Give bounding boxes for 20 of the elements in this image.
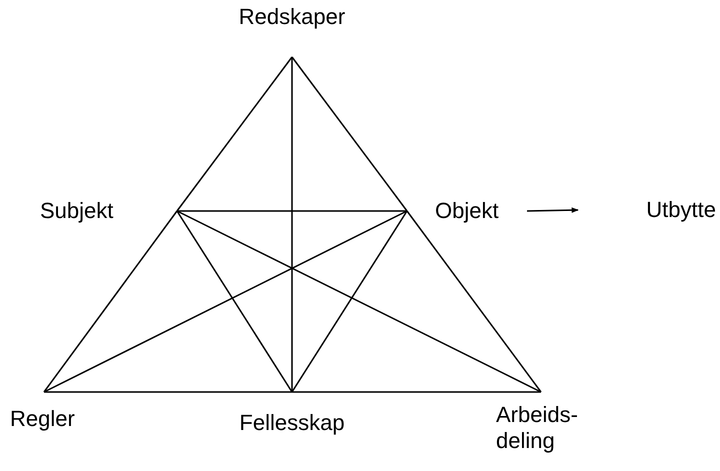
connector-line	[176, 56, 293, 212]
connector-line	[43, 210, 178, 392]
connector-line	[176, 210, 542, 393]
connector-line	[406, 210, 542, 392]
connector-line	[291, 57, 293, 392]
connector-line	[177, 210, 407, 212]
arrow	[526, 207, 579, 213]
node-label: Redskaper	[238, 4, 346, 30]
node-label: Objekt	[435, 198, 499, 224]
connector-line	[291, 210, 408, 392]
connector-line	[44, 210, 408, 393]
connector-line	[291, 56, 408, 212]
node-label: Fellesskap	[239, 410, 345, 436]
connector-line	[44, 391, 292, 393]
node-label: Regler	[10, 406, 75, 432]
node-label: Subjekt	[40, 198, 114, 224]
node-label: Arbeids- deling	[496, 402, 579, 455]
connector-line	[176, 210, 293, 392]
connector-line	[292, 391, 541, 393]
node-label: Utbytte	[646, 196, 716, 224]
